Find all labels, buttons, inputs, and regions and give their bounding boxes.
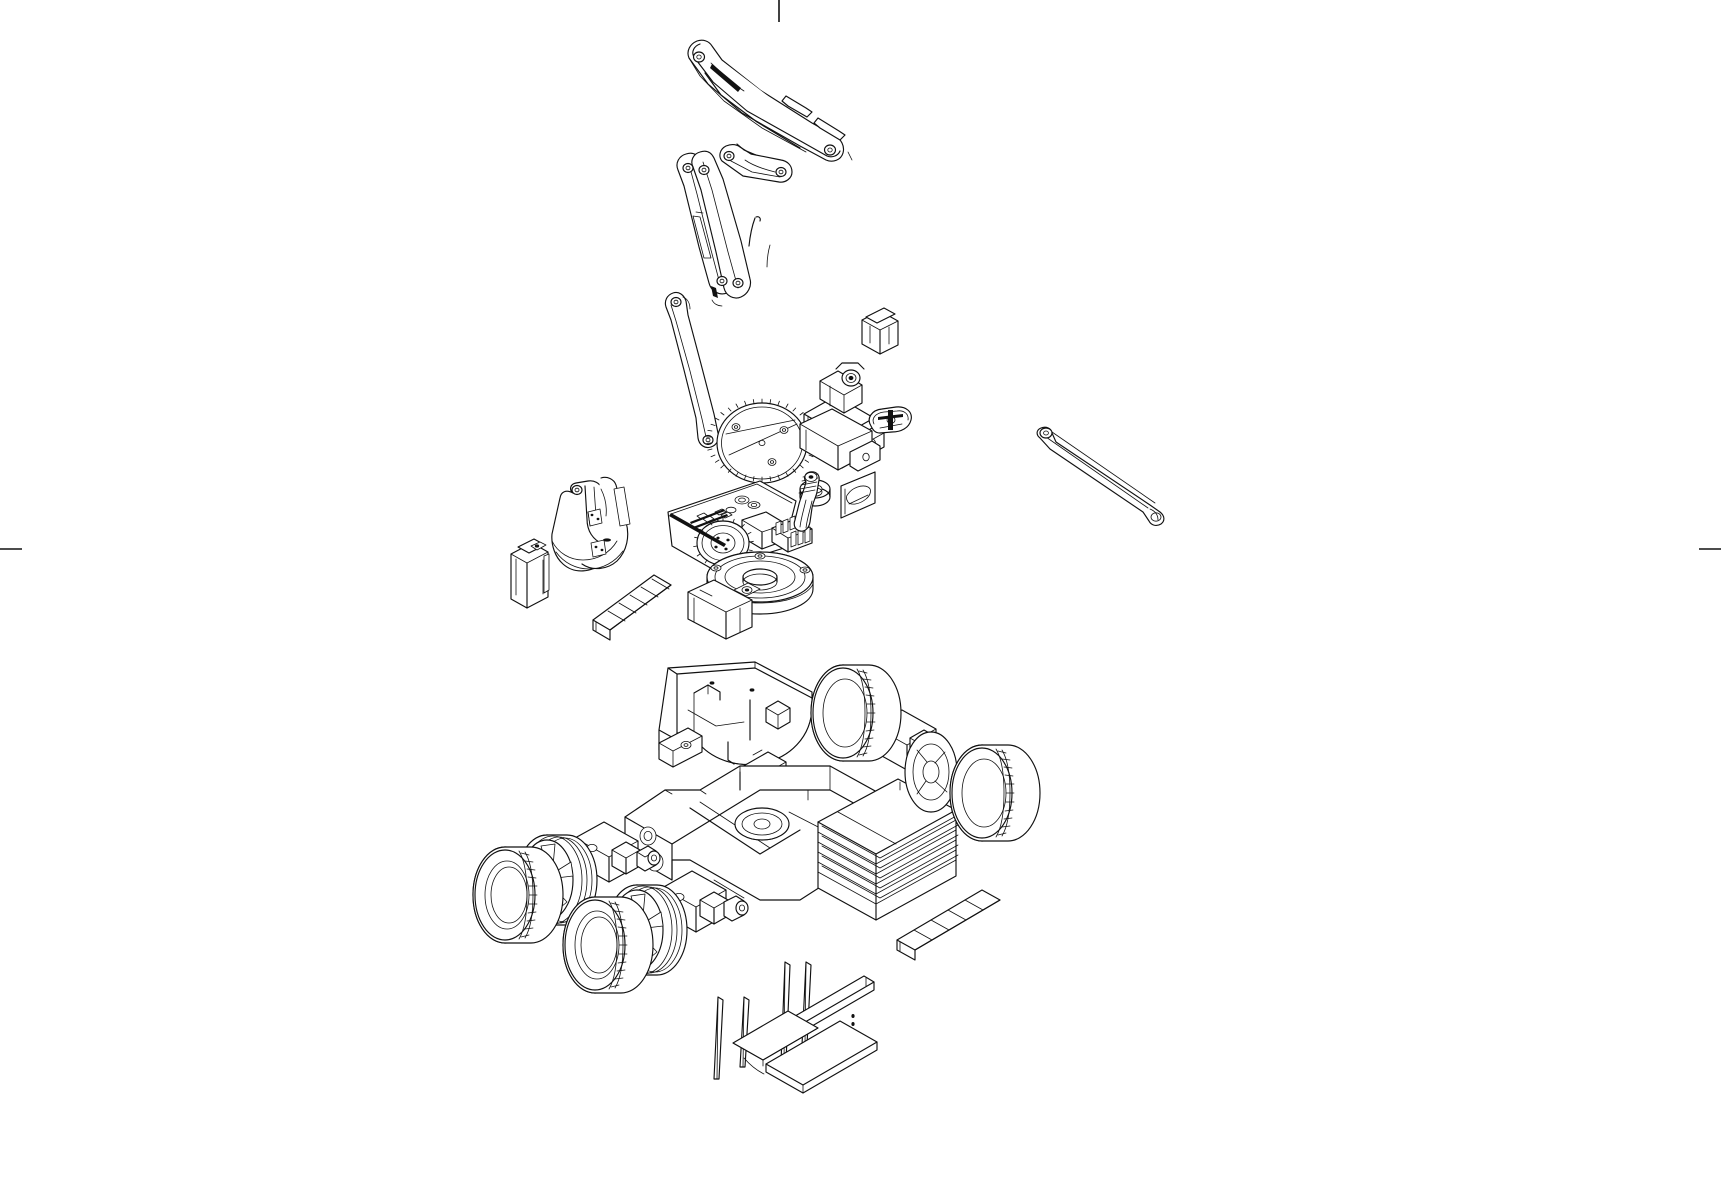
battery-block [1036,426,1165,526]
upper-arm-link [687,39,853,162]
chassis-hole [639,826,657,846]
short-coupler-link [719,143,793,183]
pivot-bushing [670,296,682,308]
ribbed-rail [592,574,672,641]
shoulder-drive-group [706,307,912,484]
pivot-bushing [716,275,728,287]
pivot-bushing [682,162,694,174]
forearm-link [676,150,771,307]
chassis-drivetrain-group [472,661,1041,1094]
spring-arm [793,471,820,532]
turntable-bolt-hole [710,564,722,572]
electronics-deck-group [510,426,1165,641]
tire [472,664,1041,994]
pcb-smd-components [690,508,733,529]
pivot-bushing [775,166,787,178]
turntable-bearing [706,551,814,615]
pcb-capacitor [734,495,750,505]
pcb-capacitor [747,501,761,509]
strip-ribs [913,899,984,941]
turntable-bolt-hole [799,566,811,574]
gear-bolt-hole [779,426,789,434]
parallel-tie-rod [664,291,720,449]
pivot-bushing [571,484,583,496]
servo-horn [868,406,912,434]
gear-bolt-hole [767,458,777,466]
pivot-bushing [823,144,837,156]
tire-tread [518,850,538,940]
manipulator-arm-group [664,39,853,449]
servo-bracket [799,408,881,472]
gear-bolt-hole [731,423,741,431]
sensor-module [510,538,550,609]
turntable-bolt-hole [754,552,766,560]
gripper-bracket [551,476,631,572]
pan-servo [687,579,761,640]
motor-shaft [735,900,749,916]
pivot-bushing [732,277,744,289]
heatsink-fins [817,814,959,905]
pivot-bushing [723,150,735,162]
cable-clip [840,471,876,519]
finned-battery [817,778,959,921]
pivot-bushing [702,434,714,446]
pivot-bushing [692,51,706,63]
pivot-bushing [698,164,710,176]
motor-shaft [647,850,661,866]
ribbed-strip [896,889,1001,961]
micro-servo [861,307,899,355]
crop-registration-ticks [0,0,1721,550]
upper-chassis-plate [658,661,813,805]
rail-ribs [607,578,670,622]
mount-plate [732,1010,819,1075]
chassis-bolt-hole [680,741,692,750]
